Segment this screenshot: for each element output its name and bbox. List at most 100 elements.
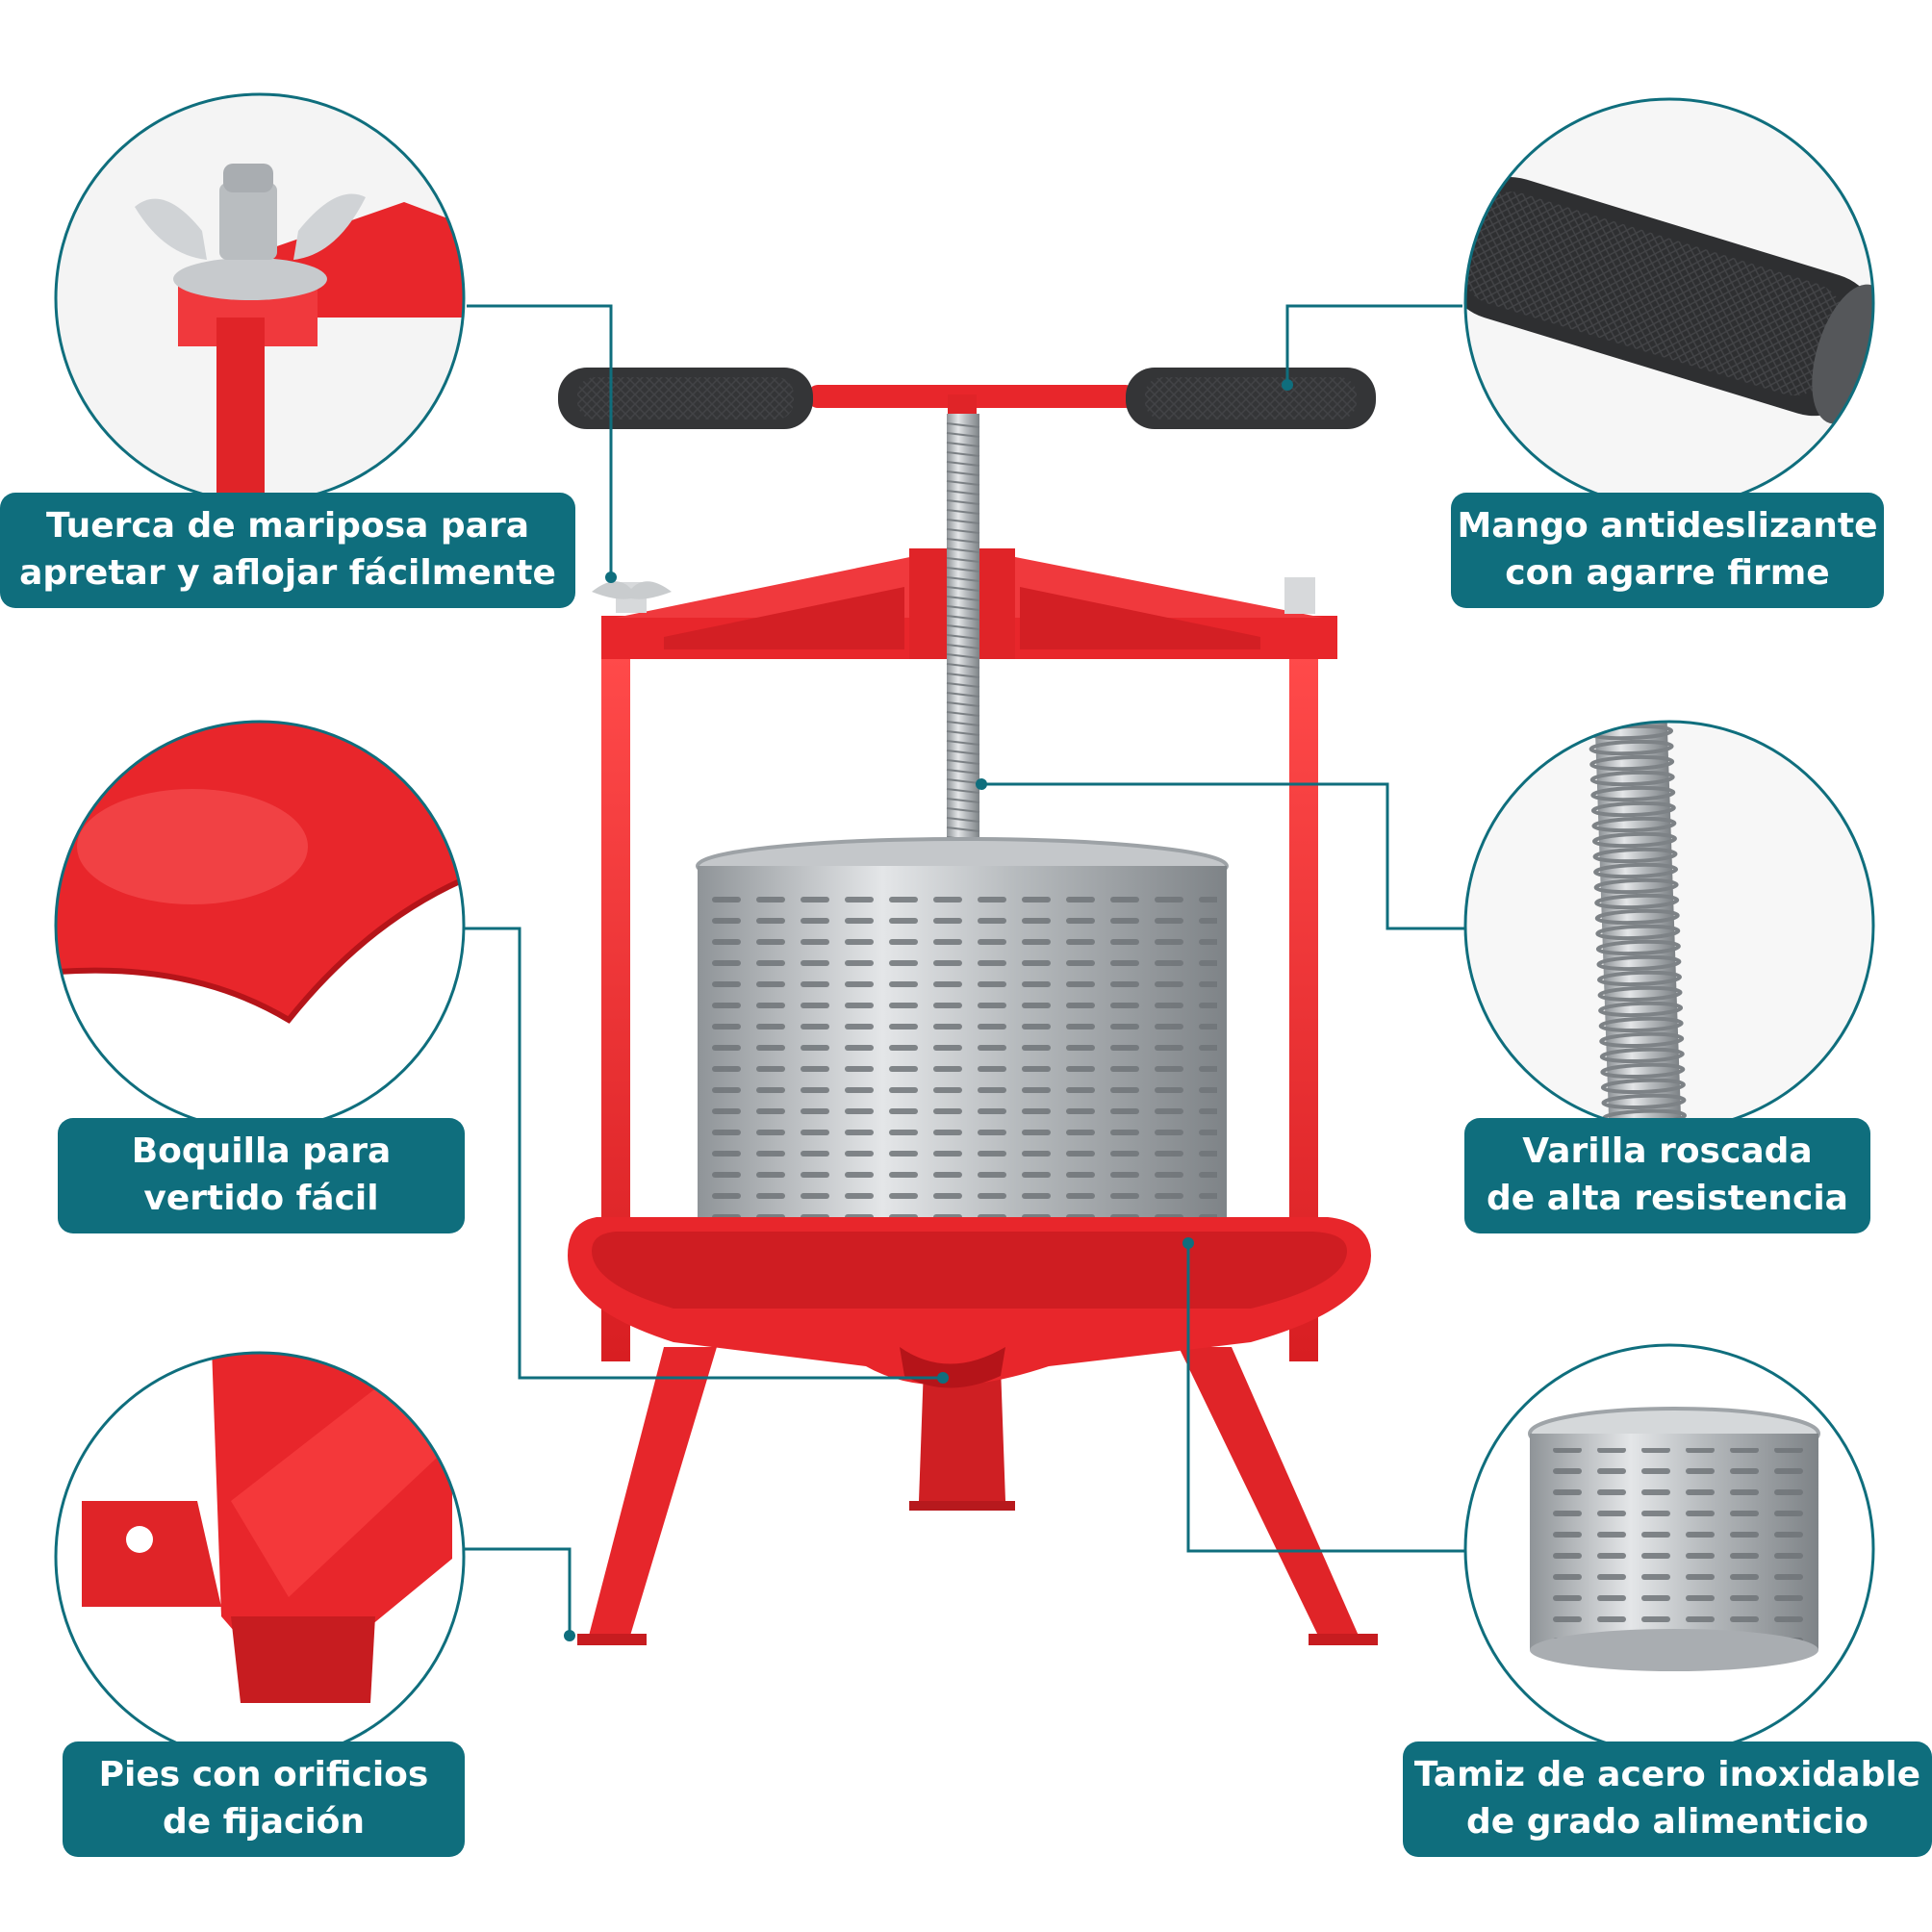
rod-detail-thread (1600, 1062, 1686, 1080)
rod-thread-ridge (946, 442, 980, 447)
rod-detail-thread (1591, 831, 1677, 849)
line-rod (981, 782, 1464, 930)
press-legs (577, 1347, 1378, 1645)
label-handle-line1: Mango antideslizante (1457, 506, 1878, 547)
rod-thread-ridge (946, 673, 980, 678)
detail-handle-grip (1463, 97, 1875, 509)
detail-threaded-rod (1463, 720, 1875, 1131)
rod-thread-ridge (946, 663, 980, 669)
rod-detail-thread (1597, 985, 1683, 1003)
wing-nut-icon (135, 198, 207, 260)
foot-mount-icon (82, 1501, 221, 1607)
t-handle (558, 368, 1376, 452)
rod-detail-thread (1598, 1001, 1684, 1018)
line-feet (464, 1547, 572, 1636)
rod-thread-ridge (946, 461, 980, 467)
rod-thread-ridge (946, 557, 980, 563)
rod-detail-thread (1591, 816, 1677, 833)
rod-thread-ridge (946, 721, 980, 726)
rod-thread-ridge (946, 470, 980, 476)
label-feet-line2: de fijación (162, 1802, 366, 1842)
label-wing-nut-line2: apretar y aflojar fácilmente (19, 553, 556, 593)
rod-thread-ridge (946, 826, 980, 832)
rod-thread-ridge (946, 778, 980, 784)
rod-thread-ridge (946, 798, 980, 803)
rod-detail-thread (1596, 954, 1682, 972)
label-rod-line2: de alta resistencia (1487, 1179, 1848, 1218)
rod-thread-ridge (946, 730, 980, 736)
press-tray (568, 1217, 1371, 1388)
rod-thread-ridge (946, 605, 980, 611)
label-rod: Varilla roscada de alta resistencia (1464, 1118, 1870, 1233)
rod-thread-ridge (946, 769, 980, 775)
rod-thread-ridge (946, 528, 980, 534)
rod-detail-thread (1597, 970, 1682, 987)
rod-thread-ridge (946, 701, 980, 707)
rod-thread-ridge (946, 711, 980, 717)
rod-detail-thread (1593, 877, 1679, 895)
line-basket (1186, 1243, 1464, 1553)
rod-thread-ridge (946, 519, 980, 524)
fruit-press-illustration (558, 368, 1378, 1645)
rod-thread-ridge (946, 596, 980, 601)
rod-detail-thread (1599, 1047, 1685, 1064)
label-basket-line1: Tamiz de acero inoxidable (1413, 1755, 1921, 1795)
rod-detail-thread (1593, 862, 1679, 879)
rod-detail-thread (1589, 754, 1675, 772)
rod-thread-ridge (946, 817, 980, 823)
rod-detail-thread (1595, 924, 1681, 941)
label-spout-line2: vertido fácil (143, 1179, 379, 1218)
label-basket: Tamiz de acero inoxidable de grado alime… (1403, 1741, 1932, 1857)
rod-thread-ridge (946, 451, 980, 457)
label-basket-line2: de grado alimenticio (1465, 1802, 1869, 1842)
detail-wing-nut (54, 92, 466, 504)
label-handle: Mango antideslizante con agarre firme (1451, 493, 1884, 608)
rod-thread-ridge (946, 547, 980, 553)
rod-thread-ridge (946, 422, 980, 428)
rod-thread-ridge (946, 682, 980, 688)
rod-thread-ridge (946, 740, 980, 746)
label-feet-line1: Pies con orificios (98, 1755, 429, 1795)
rod-detail-thread (1594, 908, 1680, 926)
rod-detail-thread (1598, 1016, 1684, 1033)
line-handle (1285, 304, 1462, 385)
rod-thread-ridge (946, 586, 980, 592)
rod-thread-ridge (946, 692, 980, 698)
rod-thread-ridge (946, 615, 980, 621)
detail-foot (54, 1351, 466, 1763)
rod-detail-thread (1595, 939, 1681, 956)
top-crossbar (592, 548, 1337, 659)
rod-detail-thread (1590, 801, 1676, 818)
detail-spout (54, 720, 466, 1131)
connector-lines (464, 304, 1464, 1636)
spout-icon (56, 880, 464, 1130)
label-spout-line1: Boquilla para (131, 1131, 392, 1172)
rod-detail-thread (1601, 1093, 1687, 1109)
rod-thread-ridge (946, 788, 980, 794)
rod-thread-ridge (946, 576, 980, 582)
rod-thread-ridge (946, 759, 980, 765)
line-wing-nut (467, 304, 613, 577)
rod-detail-thread (1589, 770, 1675, 787)
rod-thread-ridge (946, 490, 980, 496)
rod-thread-ridge (946, 499, 980, 505)
label-rod-line1: Varilla roscada (1522, 1131, 1813, 1172)
rod-detail-thread (1599, 1031, 1685, 1049)
rod-thread-ridge (946, 634, 980, 640)
rod-thread-ridge (946, 432, 980, 438)
rod-thread-ridge (946, 807, 980, 813)
rod-detail-thread (1590, 785, 1676, 802)
rod-thread-ridge (946, 567, 980, 572)
rod-thread-ridge (946, 653, 980, 659)
label-feet: Pies con orificios de fijación (63, 1741, 465, 1857)
label-spout: Boquilla para vertido fácil (58, 1118, 465, 1233)
rod-detail-thread (1594, 893, 1680, 910)
rod-thread-ridge (946, 538, 980, 544)
line-spout (464, 927, 943, 1380)
detail-basket (1463, 1343, 1875, 1755)
rod-thread-ridge (946, 644, 980, 649)
label-handle-line2: con agarre firme (1505, 553, 1830, 593)
rod-thread-ridge (946, 750, 980, 755)
connector-dots (564, 379, 1293, 1641)
rod-detail-thread (1600, 1078, 1686, 1095)
